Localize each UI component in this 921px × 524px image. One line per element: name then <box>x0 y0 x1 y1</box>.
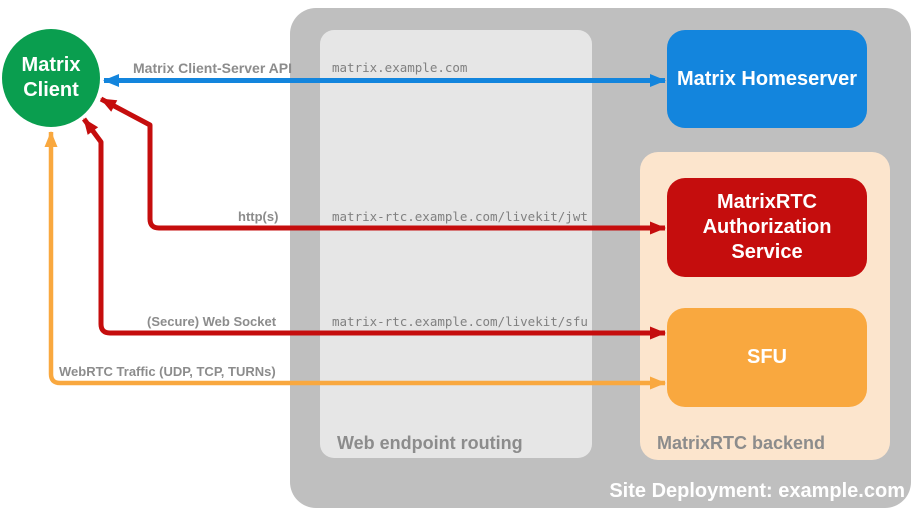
matrix-client-node: Matrix Client <box>2 29 100 127</box>
matrixrtc-authorization-service-node: MatrixRTC Authorization Service <box>667 178 867 277</box>
site-deployment-label: Site Deployment: example.com <box>609 480 905 502</box>
webrtc-arrow-label: WebRTC Traffic (UDP, TCP, TURNs) <box>59 364 276 379</box>
matrix-homeserver-label: Matrix Homeserver <box>676 67 858 90</box>
homeserver-route-text: matrix.example.com <box>332 60 468 75</box>
websocket-arrow-label: (Secure) Web Socket <box>147 314 277 329</box>
sfu-route-text: matrix-rtc.example.com/livekit/sfu <box>332 314 588 329</box>
web-endpoint-routing-container <box>320 30 592 458</box>
matrixrtc-authorization-service-label: MatrixRTC Authorization Service <box>702 191 832 263</box>
matrix-homeserver-node: Matrix Homeserver <box>667 30 867 128</box>
web-endpoint-routing-label: Web endpoint routing <box>337 433 523 453</box>
sfu-node: SFU <box>667 308 867 407</box>
sfu-label: SFU <box>747 346 787 368</box>
matrixrtc-backend-label: MatrixRTC backend <box>657 433 826 453</box>
jwt-route-text: matrix-rtc.example.com/livekit/jwt <box>332 209 588 224</box>
https-arrow-label: http(s) <box>238 209 279 224</box>
client-server-api-arrow-label: Matrix Client-Server API <box>133 60 292 76</box>
matrix-client-label: Matrix Client <box>21 54 81 101</box>
